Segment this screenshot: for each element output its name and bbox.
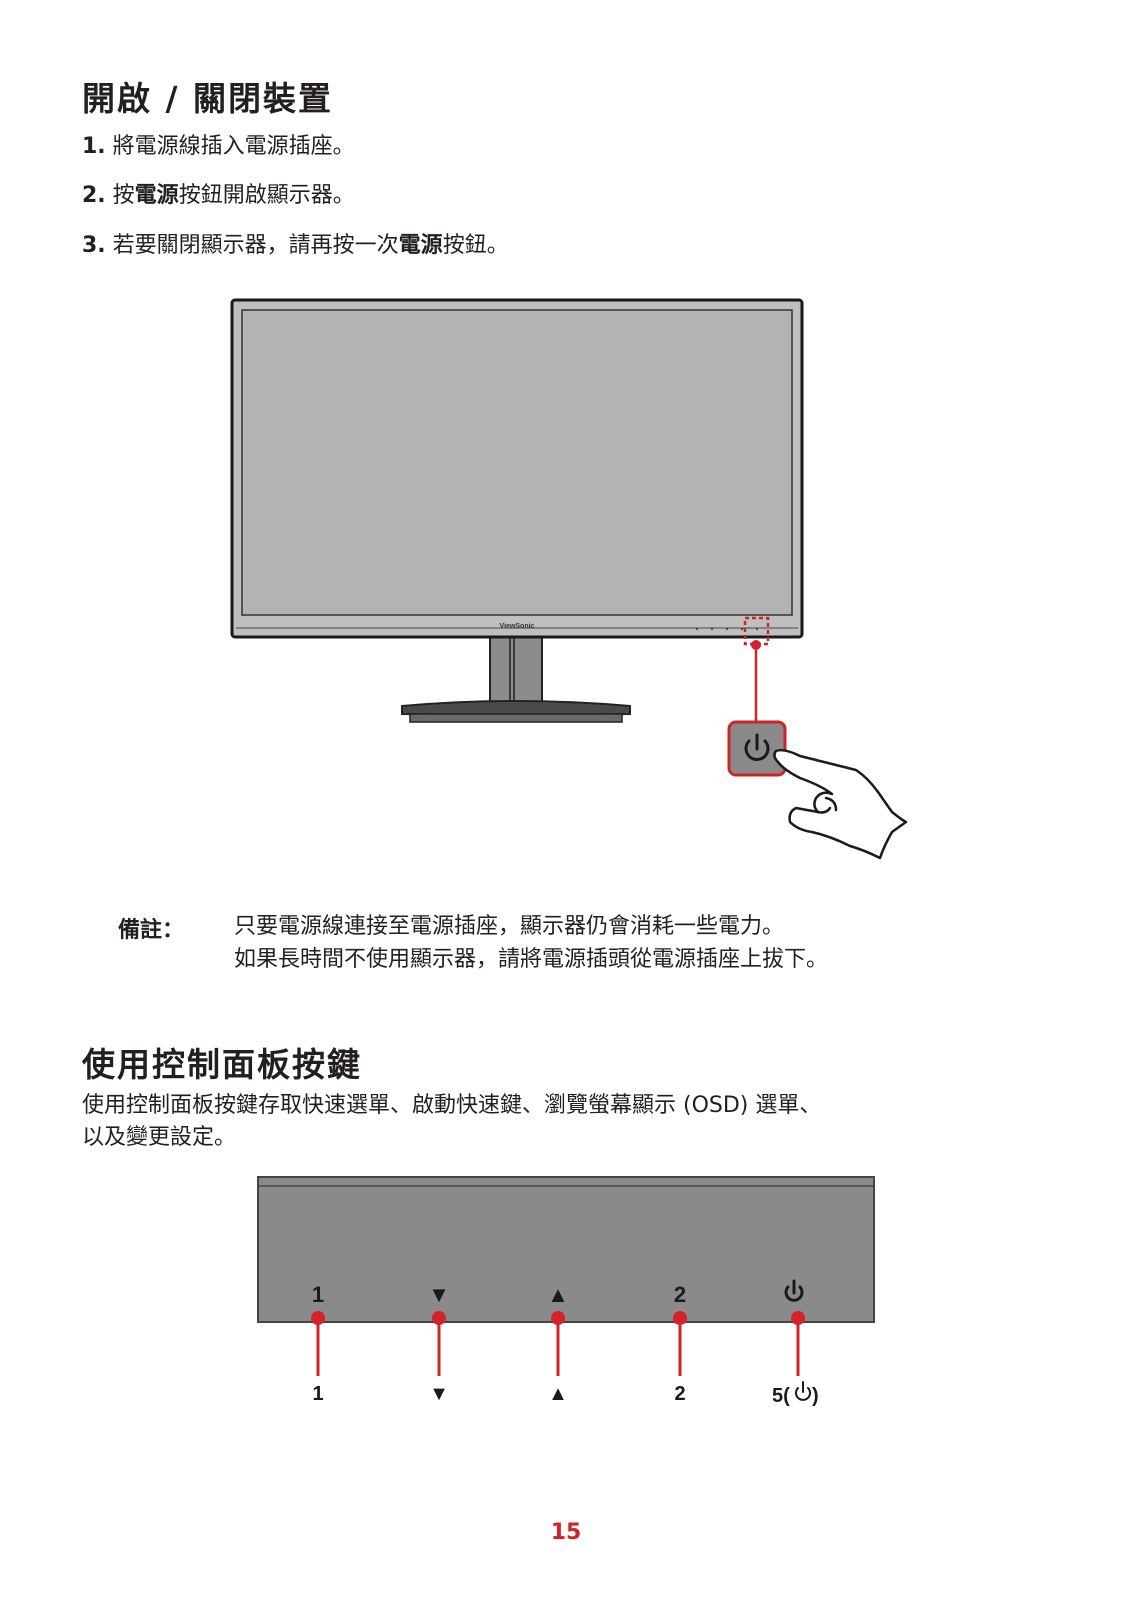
down-arrow-icon: ▼ xyxy=(428,1282,450,1307)
panel-key-down: ▼ ▼ xyxy=(428,1282,450,1405)
svg-text:5(: 5( xyxy=(772,1385,790,1407)
key-1-callout: 1 xyxy=(312,1383,323,1405)
monitor-illustration: ViewSonic xyxy=(230,298,908,860)
power-icon xyxy=(744,739,770,761)
power-button-highlight xyxy=(743,616,770,646)
power-icon xyxy=(784,1279,804,1302)
key-2-callout: 2 xyxy=(674,1383,685,1405)
panel-key-1: 1 1 xyxy=(311,1282,325,1405)
key-5-callout-suffix: ) xyxy=(812,1385,819,1407)
up-arrow-callout: ▲ xyxy=(548,1383,568,1405)
step-number: 2. xyxy=(82,183,106,208)
panel-key-power: 5( ) xyxy=(772,1279,819,1407)
step-text-post: 按鈕開啟顯示器。 xyxy=(178,183,355,208)
section-title-control-panel: 使用控制面板按鍵 xyxy=(82,1045,362,1084)
power-button-zoom xyxy=(727,720,787,777)
down-arrow-callout: ▼ xyxy=(429,1383,449,1405)
panel-key-up: ▲ ▲ xyxy=(547,1282,569,1405)
section-body-line-1: 使用控制面板按鍵存取快速選單、啟動快速鍵、瀏覽螢幕顯示 (OSD) 選單、 xyxy=(82,1093,822,1118)
key-1-label: 1 xyxy=(312,1282,324,1307)
hand-icon xyxy=(773,748,908,860)
note-line-2: 如果長時間不使用顯示器，請將電源插頭從電源插座上拔下。 xyxy=(234,947,829,972)
section-title-power: 開啟 / 關閉裝置 xyxy=(82,79,334,118)
page-number: 15 xyxy=(550,1520,582,1545)
monitor-stand xyxy=(401,632,631,723)
section-body-line-2: 以及變更設定。 xyxy=(82,1125,237,1150)
step-text-pre: 按 xyxy=(105,183,135,208)
key-5-callout: 5( xyxy=(772,1385,790,1407)
step-2: 2. 按電源按鈕開啟顯示器。 xyxy=(82,181,355,211)
step-number: 1. xyxy=(82,134,106,159)
step-text-pre: 若要關閉顯示器，請再按一次 xyxy=(105,233,399,258)
note-line-1: 只要電源線連接至電源插座，顯示器仍會消耗一些電力。 xyxy=(234,914,785,939)
monitor-brand-logo: ViewSonic xyxy=(500,623,535,630)
step-text-bold: 電源 xyxy=(398,233,443,258)
up-arrow-icon: ▲ xyxy=(547,1282,569,1307)
step-3: 3. 若要關閉顯示器，請再按一次電源按鈕。 xyxy=(82,231,509,261)
control-panel-bezel xyxy=(257,1176,875,1323)
step-text-bold: 電源 xyxy=(134,183,179,208)
panel-key-2: 2 2 xyxy=(673,1282,687,1405)
step-text: 將電源線插入電源插座。 xyxy=(105,134,355,159)
key-2-label: 2 xyxy=(674,1282,686,1307)
step-1: 1. 將電源線插入電源插座。 xyxy=(82,132,355,162)
power-icon-small xyxy=(795,1381,811,1401)
step-text-post: 按鈕。 xyxy=(442,233,509,258)
monitor-body: ViewSonic xyxy=(230,298,804,639)
control-panel-diagram: 1 1 ▼ ▼ ▲ ▲ 2 2 5( xyxy=(257,1176,875,1407)
note-label: 備註： xyxy=(118,918,185,943)
step-number: 3. xyxy=(82,233,106,258)
